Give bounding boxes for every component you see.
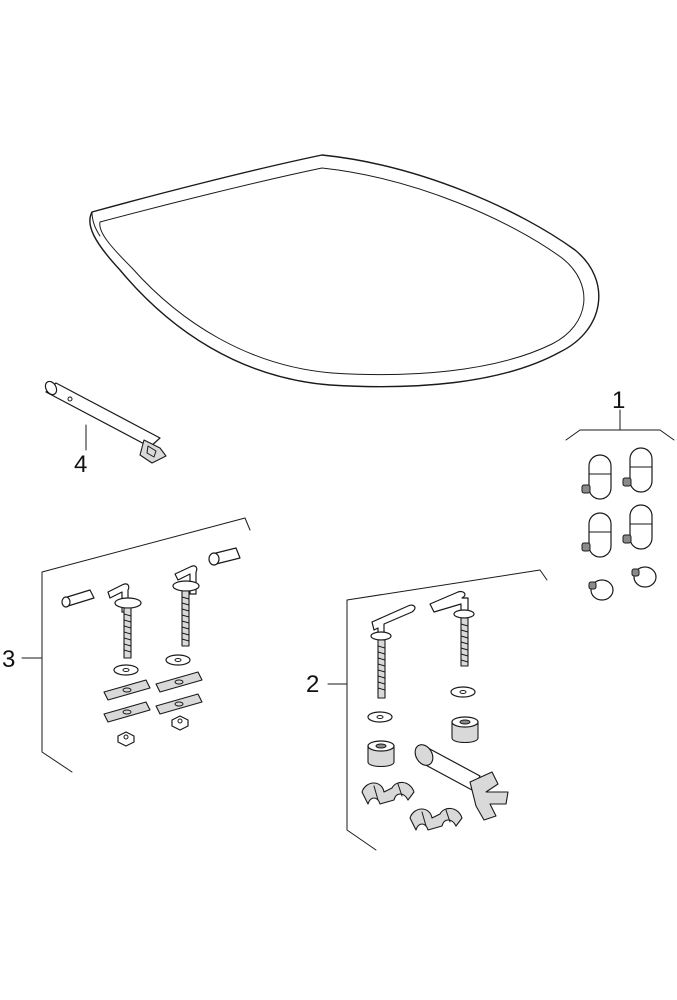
hex-nut [117, 731, 135, 747]
washer [367, 711, 393, 723]
washer [113, 664, 139, 676]
rubber-spacer [367, 740, 395, 768]
washer [450, 686, 476, 698]
callout-label-2: 2 [306, 671, 319, 698]
buffer [588, 579, 614, 601]
expansion-clamp [409, 807, 463, 831]
part-4-key-tool [44, 380, 167, 464]
mounting-plate [155, 671, 203, 693]
cover-cap [622, 447, 653, 493]
mounting-plate [103, 679, 151, 701]
mounting-plate [103, 701, 151, 723]
hinge-pin [61, 589, 95, 608]
rubber-spacer [451, 716, 479, 744]
buffer [631, 566, 657, 588]
callout-label-4: 4 [74, 451, 87, 478]
callout-label-3: 3 [2, 646, 15, 673]
cover-cap [581, 512, 612, 558]
threaded-bolt [107, 583, 142, 659]
anchor-dowel [414, 744, 509, 821]
washer [165, 654, 191, 666]
cover-cap [622, 504, 653, 550]
expansion-clamp [361, 781, 415, 805]
hinge-sleeve [208, 547, 241, 566]
mounting-plate [155, 693, 203, 715]
threaded-bolt [370, 604, 416, 699]
toilet-seat-lid [89, 154, 600, 388]
part-1-caps-group [565, 409, 675, 601]
part-2-fixing-set [327, 569, 548, 851]
cover-cap [581, 454, 612, 500]
threaded-bolt [172, 565, 200, 647]
part-3-fixing-set [21, 517, 251, 773]
callout-label-1: 1 [612, 387, 625, 414]
threaded-bolt [429, 590, 475, 667]
hex-nut [171, 715, 189, 731]
